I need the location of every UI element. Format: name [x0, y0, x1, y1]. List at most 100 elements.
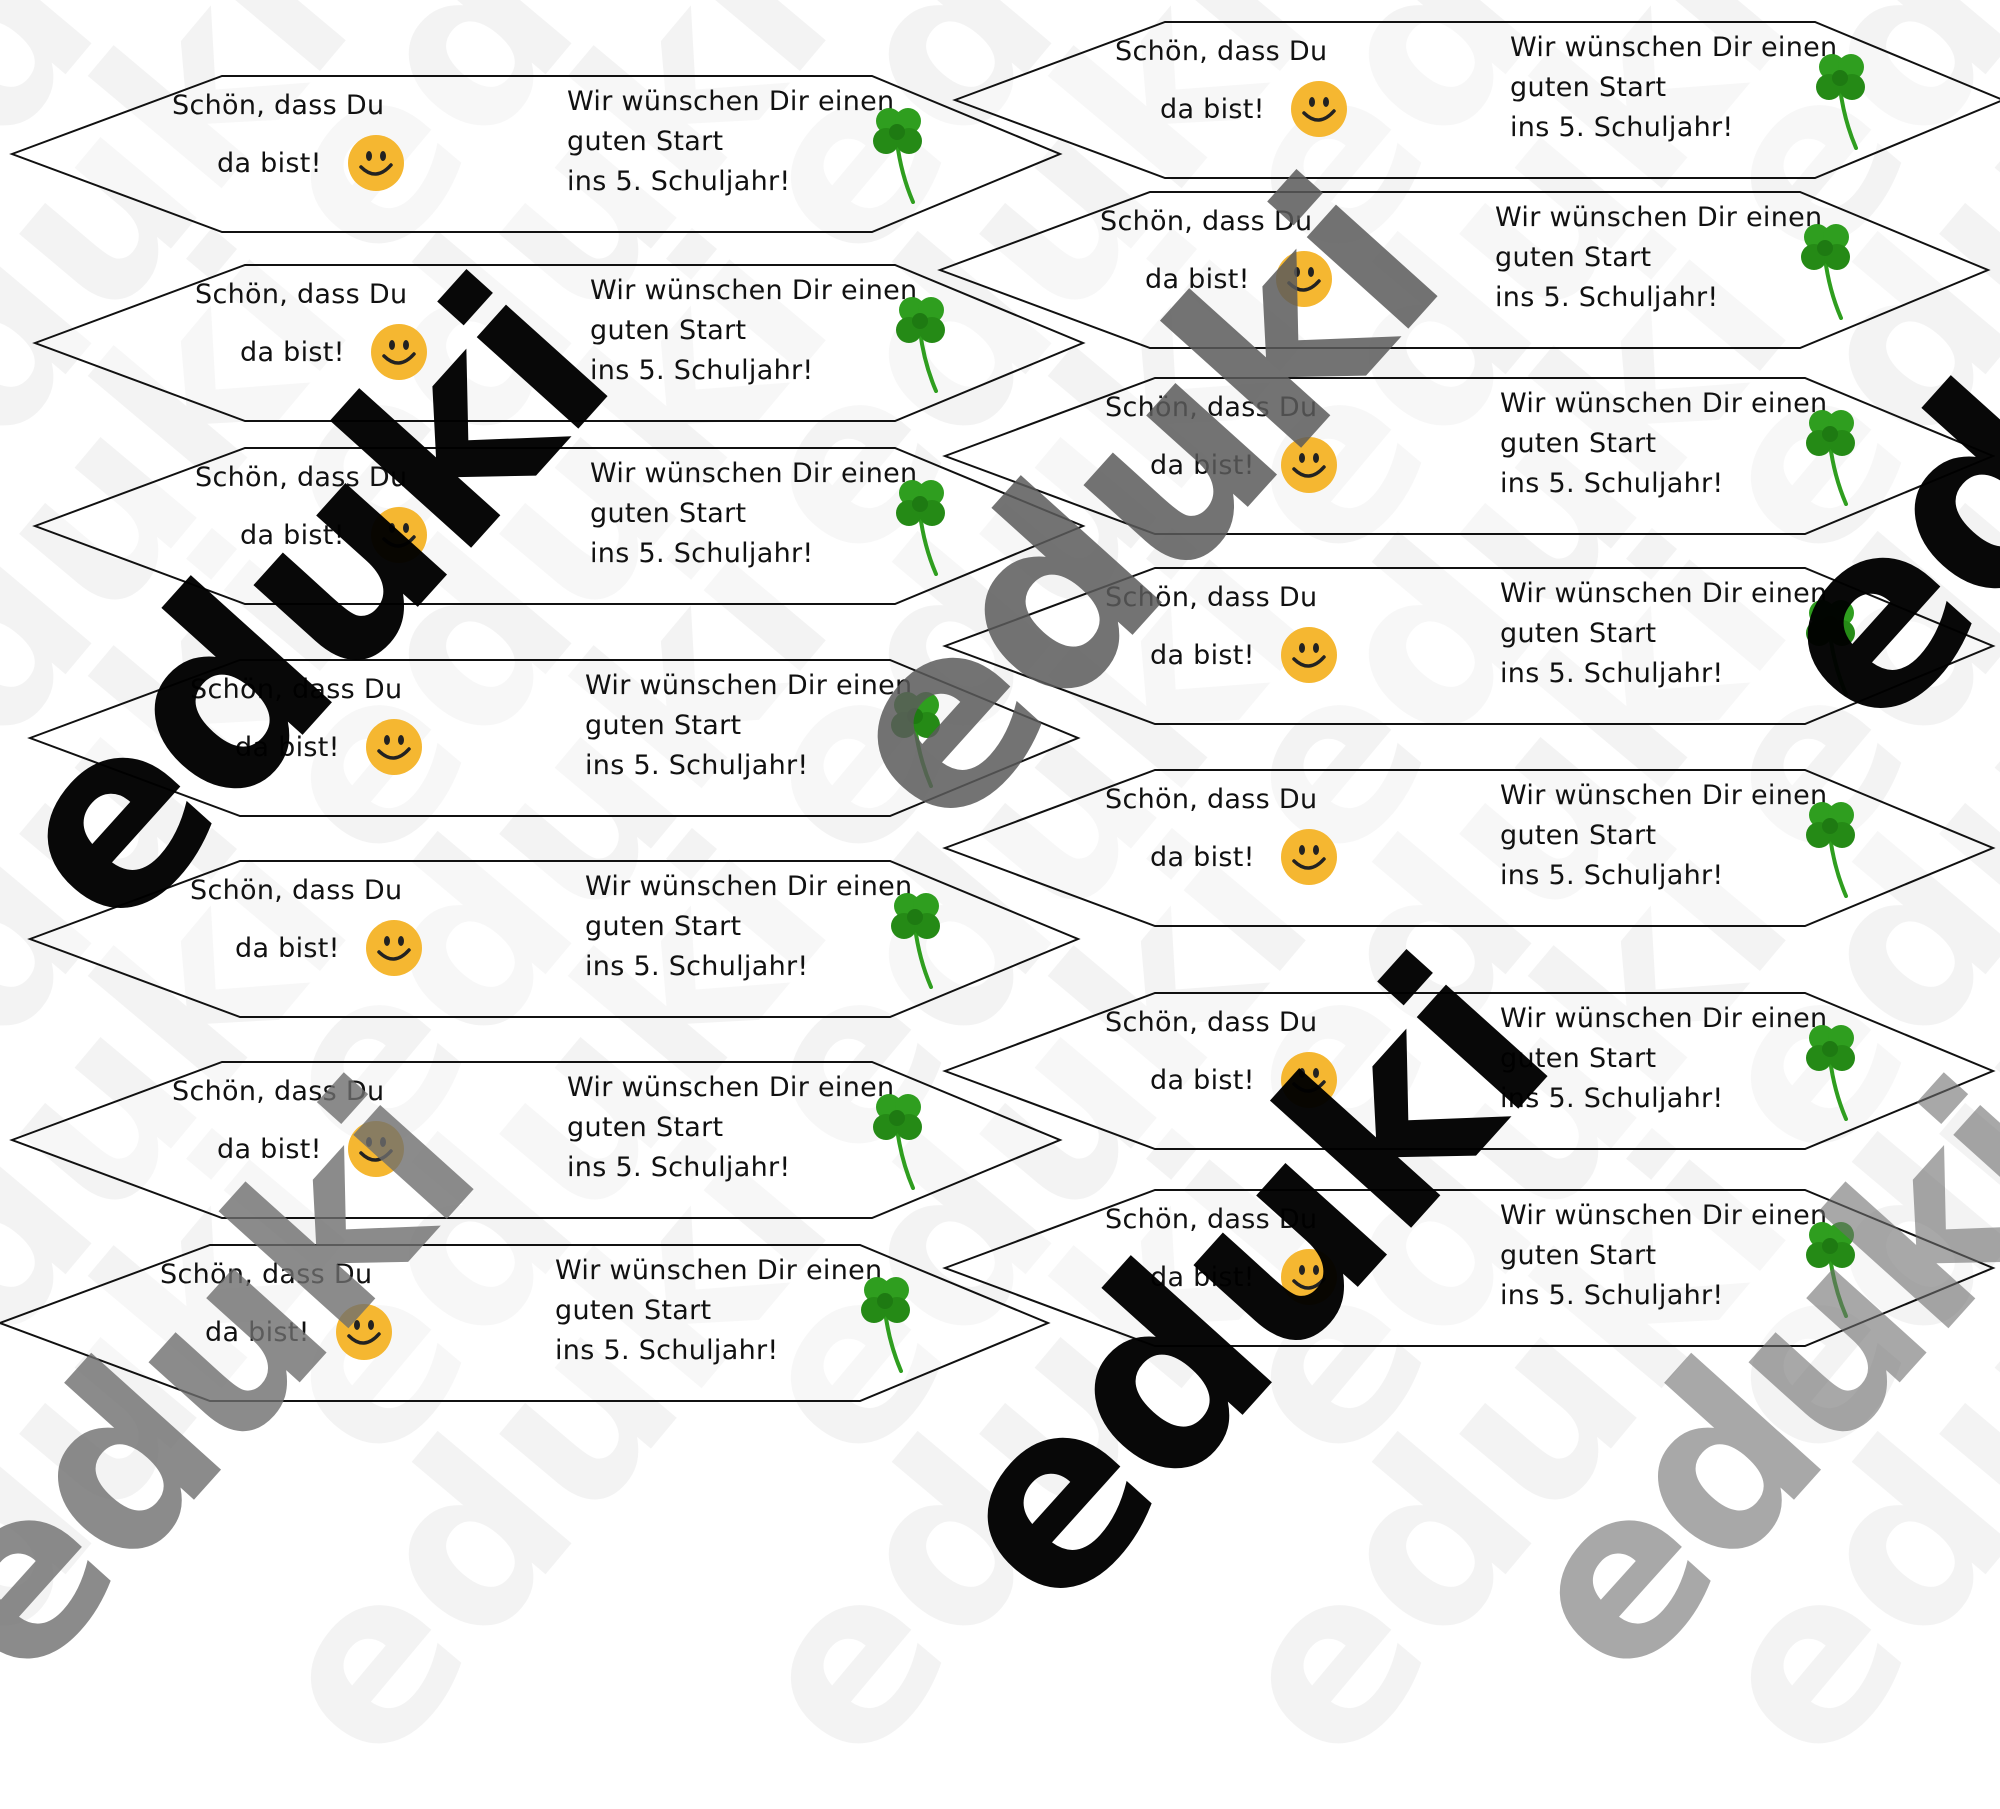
- smiley-face-icon: [348, 1121, 404, 1177]
- greeting-text-schoen: Schön, dass Du: [172, 1076, 385, 1107]
- smiley-face-icon: [336, 1304, 392, 1360]
- wish-text-line-2: guten Start: [1500, 428, 1657, 459]
- smiley-face-icon: [348, 135, 404, 191]
- greeting-text-da-bist: da bist!: [1150, 1065, 1255, 1096]
- hexagon-card-outline: [9, 75, 1063, 233]
- wish-text-line-3: ins 5. Schuljahr!: [1500, 860, 1724, 891]
- greeting-text-da-bist: da bist!: [217, 1134, 322, 1165]
- greeting-text-schoen: Schön, dass Du: [1105, 392, 1318, 423]
- four-leaf-clover-icon: [1806, 600, 1855, 696]
- wish-text-line-1: Wir wünschen Dir einen: [585, 871, 913, 902]
- greeting-text-da-bist: da bist!: [1150, 450, 1255, 481]
- greeting-card: Schön, dass Du da bist! Wir wünschen Dir e…: [27, 860, 1081, 1018]
- hexagon-card-outline: [952, 21, 2000, 179]
- four-leaf-clover-icon: [896, 297, 945, 393]
- wish-text-line-3: ins 5. Schuljahr!: [585, 750, 809, 781]
- hexagon-card-outline: [32, 264, 1086, 422]
- wish-text-line-3: ins 5. Schuljahr!: [567, 166, 791, 197]
- wish-text-line-1: Wir wünschen Dir einen: [1495, 202, 1823, 233]
- four-leaf-clover-icon: [1801, 224, 1850, 320]
- hexagon-card-outline: [942, 1189, 1996, 1347]
- hexagon-card-outline: [9, 1061, 1063, 1219]
- wish-text-line-2: guten Start: [585, 911, 742, 942]
- wish-text-line-2: guten Start: [1510, 72, 1667, 103]
- four-leaf-clover-icon: [1806, 410, 1855, 506]
- greeting-text-da-bist: da bist!: [235, 732, 340, 763]
- wish-text-line-3: ins 5. Schuljahr!: [555, 1335, 779, 1366]
- wish-text-line-2: guten Start: [1500, 618, 1657, 649]
- wish-text-line-2: guten Start: [1500, 1240, 1657, 1271]
- wish-text-line-2: guten Start: [590, 315, 747, 346]
- wish-text-line-2: guten Start: [1500, 1043, 1657, 1074]
- four-leaf-clover-icon: [1806, 1222, 1855, 1318]
- wish-text-line-1: Wir wünschen Dir einen: [555, 1255, 883, 1286]
- four-leaf-clover-icon: [896, 480, 945, 576]
- greeting-card: Schön, dass Du da bist! Wir wünschen Dir e…: [942, 377, 1996, 535]
- smiley-face-icon: [1281, 1249, 1337, 1305]
- wish-text-line-2: guten Start: [585, 710, 742, 741]
- wish-text-line-3: ins 5. Schuljahr!: [1500, 1280, 1724, 1311]
- four-leaf-clover-icon: [1806, 1025, 1855, 1121]
- greeting-card: Schön, dass Du da bist! Wir wünschen Dir e…: [27, 659, 1081, 817]
- greeting-text-schoen: Schön, dass Du: [1105, 1204, 1318, 1235]
- greeting-text-da-bist: da bist!: [217, 148, 322, 179]
- wish-text-line-1: Wir wünschen Dir einen: [1500, 780, 1828, 811]
- wish-text-line-3: ins 5. Schuljahr!: [1500, 468, 1724, 499]
- greeting-text-schoen: Schön, dass Du: [1115, 36, 1328, 67]
- greeting-text-schoen: Schön, dass Du: [190, 875, 403, 906]
- greeting-text-da-bist: da bist!: [1150, 1262, 1255, 1293]
- smiley-face-icon: [1291, 81, 1347, 137]
- wish-text-line-1: Wir wünschen Dir einen: [585, 670, 913, 701]
- greeting-text-schoen: Schön, dass Du: [160, 1259, 373, 1290]
- greeting-text-da-bist: da bist!: [1145, 264, 1250, 295]
- wish-text-line-1: Wir wünschen Dir einen: [1500, 578, 1828, 609]
- hexagon-card-outline: [942, 377, 1996, 535]
- hexagon-card-outline: [0, 1244, 1051, 1402]
- four-leaf-clover-icon: [873, 1094, 922, 1190]
- greeting-text-da-bist: da bist!: [1150, 842, 1255, 873]
- wish-text-line-1: Wir wünschen Dir einen: [1500, 388, 1828, 419]
- greeting-text-da-bist: da bist!: [1160, 94, 1265, 125]
- wish-text-line-1: Wir wünschen Dir einen: [1500, 1003, 1828, 1034]
- four-leaf-clover-icon: [861, 1277, 910, 1373]
- wish-text-line-3: ins 5. Schuljahr!: [590, 355, 814, 386]
- four-leaf-clover-icon: [891, 692, 940, 788]
- greeting-text-schoen: Schön, dass Du: [190, 674, 403, 705]
- wish-text-line-2: guten Start: [1495, 242, 1652, 273]
- smiley-face-icon: [1281, 1052, 1337, 1108]
- greeting-card: Schön, dass Du da bist! Wir wünschen Dir e…: [942, 992, 1996, 1150]
- wish-text-line-2: guten Start: [555, 1295, 712, 1326]
- smiley-face-icon: [371, 507, 427, 563]
- wish-text-line-1: Wir wünschen Dir einen: [567, 1072, 895, 1103]
- greeting-text-schoen: Schön, dass Du: [1105, 784, 1318, 815]
- wish-text-line-3: ins 5. Schuljahr!: [590, 538, 814, 569]
- greeting-text-schoen: Schön, dass Du: [1105, 582, 1318, 613]
- hexagon-card-outline: [937, 191, 1991, 349]
- wish-text-line-3: ins 5. Schuljahr!: [1495, 282, 1719, 313]
- smiley-face-icon: [1281, 829, 1337, 885]
- greeting-text-da-bist: da bist!: [235, 933, 340, 964]
- wish-text-line-2: guten Start: [590, 498, 747, 529]
- wish-text-line-1: Wir wünschen Dir einen: [590, 275, 918, 306]
- greeting-text-schoen: Schön, dass Du: [1105, 1007, 1318, 1038]
- hexagon-card-outline: [942, 769, 1996, 927]
- wish-text-line-3: ins 5. Schuljahr!: [585, 951, 809, 982]
- greeting-card: Schön, dass Du da bist! Wir wünschen Dir e…: [942, 769, 1996, 927]
- wish-text-line-1: Wir wünschen Dir einen: [1510, 32, 1838, 63]
- greeting-card: Schön, dass Du da bist! Wir wünschen Dir e…: [9, 1061, 1063, 1219]
- wish-text-line-2: guten Start: [567, 1112, 724, 1143]
- hexagon-card-outline: [32, 447, 1086, 605]
- smiley-face-icon: [1281, 437, 1337, 493]
- hexagon-card-outline: [942, 567, 1996, 725]
- wish-text-line-2: guten Start: [567, 126, 724, 157]
- four-leaf-clover-icon: [891, 893, 940, 989]
- wish-text-line-1: Wir wünschen Dir einen: [1500, 1200, 1828, 1231]
- greeting-text-da-bist: da bist!: [205, 1317, 310, 1348]
- greeting-text-schoen: Schön, dass Du: [172, 90, 385, 121]
